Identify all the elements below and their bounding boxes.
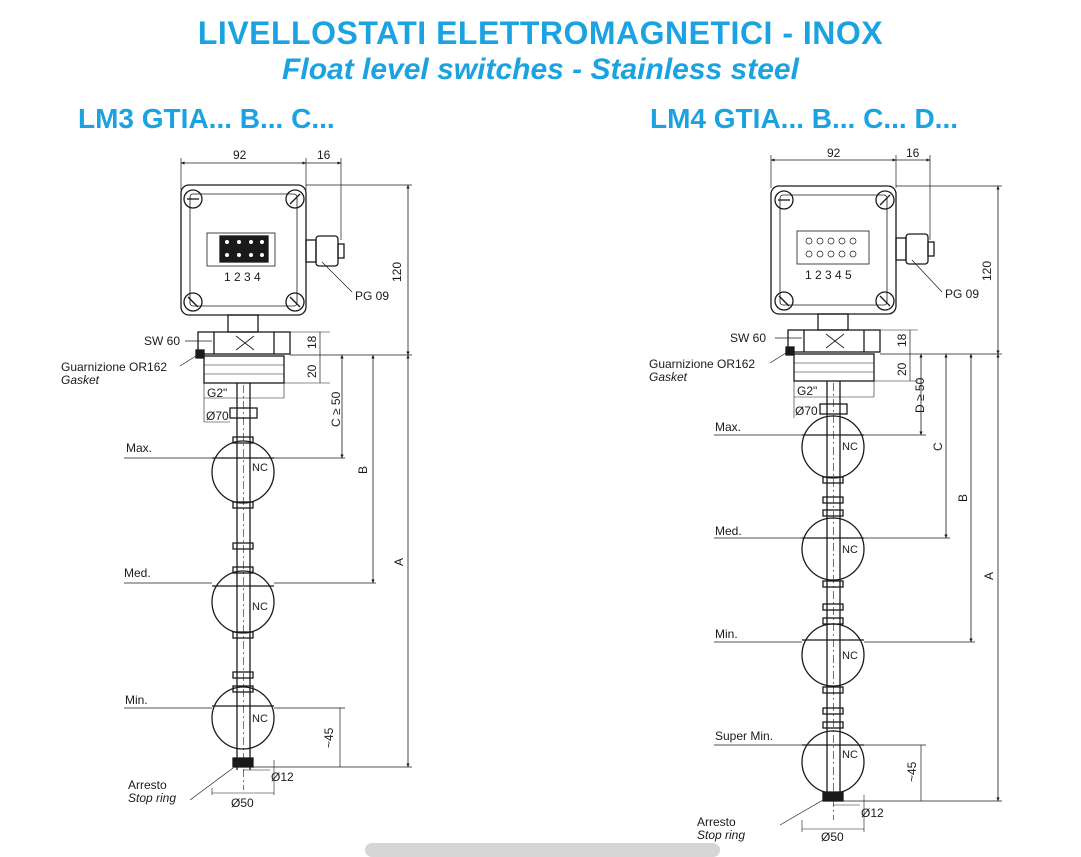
svg-text:A: A: [392, 558, 406, 566]
svg-text:Stop ring: Stop ring: [697, 828, 745, 842]
svg-text:NC: NC: [252, 462, 268, 474]
svg-text:120: 120: [390, 262, 404, 282]
lm3-terminal-block: [206, 232, 276, 267]
svg-text:NC: NC: [842, 544, 858, 556]
svg-text:Arresto: Arresto: [697, 815, 736, 829]
svg-text:B: B: [356, 466, 370, 474]
lm4-hex-nut: [787, 329, 881, 353]
svg-text:NC: NC: [842, 650, 858, 662]
svg-text:NC: NC: [842, 749, 858, 761]
svg-text:Min.: Min.: [715, 627, 738, 641]
lm3-hex-nut: [197, 331, 291, 355]
lm4-drawing: [714, 155, 1002, 832]
svg-text:~45: ~45: [905, 761, 919, 782]
svg-text:NC: NC: [252, 713, 268, 725]
lm3-labels: 92 16 1 2 3 4 PG 09 120 SW 60 Guarnizion…: [61, 148, 406, 810]
lm4-float-max: [801, 415, 865, 479]
lm3-float-max: [211, 440, 275, 504]
svg-text:Ø50: Ø50: [231, 796, 254, 810]
svg-text:SW 60: SW 60: [730, 331, 766, 345]
lm4-labels: 92 16 1 2 3 4 5 PG 09 120 SW 60 Guarnizi…: [649, 146, 996, 844]
svg-text:G2": G2": [207, 386, 227, 400]
svg-text:18: 18: [305, 335, 319, 349]
svg-text:1 2 3 4 5: 1 2 3 4 5: [805, 268, 852, 282]
lm4-thread: [793, 353, 875, 382]
svg-text:Guarnizione OR162: Guarnizione OR162: [649, 357, 755, 371]
lm4-cable-gland: [895, 237, 907, 261]
page-title: LIVELLOSTATI ELETTROMAGNETICI - INOX: [197, 15, 884, 51]
lm4-float-supermin: [801, 730, 865, 794]
svg-text:B: B: [956, 494, 970, 502]
svg-text:Gasket: Gasket: [649, 370, 688, 384]
svg-text:Med.: Med.: [124, 566, 151, 580]
lm3-drawing: [124, 158, 412, 801]
svg-text:Ø70: Ø70: [795, 404, 818, 418]
svg-text:Min.: Min.: [125, 693, 148, 707]
svg-text:C: C: [931, 442, 945, 451]
svg-text:Stop ring: Stop ring: [128, 791, 176, 805]
horizontal-scrollbar[interactable]: [365, 843, 720, 857]
svg-text:20: 20: [305, 364, 319, 378]
svg-text:D ≥ 50: D ≥ 50: [913, 377, 927, 413]
svg-text:Med.: Med.: [715, 524, 742, 538]
lm3-float-min: [211, 686, 275, 750]
svg-text:20: 20: [895, 362, 909, 376]
svg-text:Max.: Max.: [715, 420, 741, 434]
lm3-cable-gland: [305, 239, 317, 263]
svg-text:~45: ~45: [322, 727, 336, 748]
svg-text:Max.: Max.: [126, 441, 152, 455]
svg-text:16: 16: [317, 148, 331, 162]
lm3-float-med: [211, 570, 275, 634]
lm4-float-med: [801, 517, 865, 581]
svg-text:G2": G2": [797, 384, 817, 398]
svg-text:Ø50: Ø50: [821, 830, 844, 844]
svg-text:SW 60: SW 60: [144, 334, 180, 348]
svg-text:Ø12: Ø12: [861, 806, 884, 820]
model-lm3-title: LM3 GTIA... B... C...: [78, 103, 335, 134]
svg-text:92: 92: [233, 148, 247, 162]
svg-text:A: A: [982, 572, 996, 580]
svg-text:Guarnizione OR162: Guarnizione OR162: [61, 360, 167, 374]
svg-text:Arresto: Arresto: [128, 778, 167, 792]
svg-text:PG 09: PG 09: [945, 287, 979, 301]
svg-text:Ø70: Ø70: [206, 409, 229, 423]
svg-text:NC: NC: [842, 441, 858, 453]
svg-text:PG 09: PG 09: [355, 289, 389, 303]
svg-text:18: 18: [895, 333, 909, 347]
lm4-terminal-block: [796, 230, 870, 265]
svg-text:Gasket: Gasket: [61, 373, 100, 387]
svg-text:16: 16: [906, 146, 920, 160]
svg-text:Ø12: Ø12: [271, 770, 294, 784]
model-lm4-title: LM4 GTIA... B... C... D...: [650, 103, 959, 134]
svg-text:92: 92: [827, 146, 841, 160]
svg-text:Super Min.: Super Min.: [715, 729, 773, 743]
svg-text:120: 120: [980, 261, 994, 281]
page-subtitle: Float level switches - Stainless steel: [282, 53, 799, 86]
svg-text:NC: NC: [252, 601, 268, 613]
lm3-thread: [203, 355, 285, 384]
svg-text:C ≥ 50: C ≥ 50: [329, 391, 343, 427]
svg-text:1 2 3 4: 1 2 3 4: [224, 270, 261, 284]
